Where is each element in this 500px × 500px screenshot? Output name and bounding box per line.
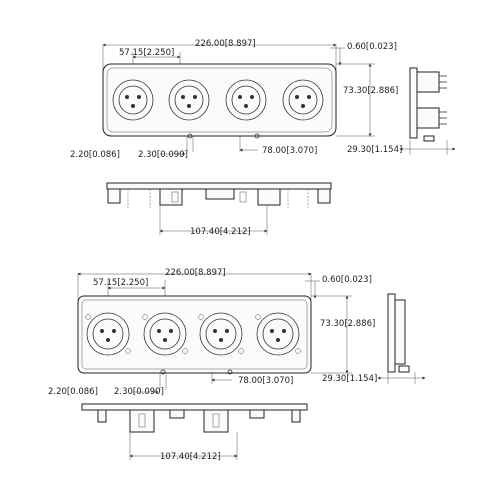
bracket-view-2 xyxy=(81,403,308,433)
bracket-span-label-2: 107.40[4.212] xyxy=(160,452,221,462)
overall-width-label-2: 226.00[8.897] xyxy=(165,268,226,278)
overall-width-label: 226.00[8.897] xyxy=(195,39,256,49)
bottom-drawing: 226.00[8.897] 57.15[2.250] 0.60[0.023] xyxy=(48,268,426,462)
height-dimension-2: 73.30[2.886] xyxy=(311,295,375,374)
front-plate xyxy=(102,63,337,137)
hole-dimension-2: 2.20[0.086] 2.30[0.090] xyxy=(48,369,167,397)
overall-width-dimension-2: 226.00[8.897] xyxy=(77,268,312,300)
bracket-span-dimension-2: 107.40[4.212] xyxy=(129,432,238,462)
top-drawing: 226.00[8.897] 57.15[2.250] 0.60[0.023] xyxy=(70,39,456,237)
height-label: 73.30[2.886] xyxy=(343,86,398,96)
hole-span-label-2: 78.00[3.070] xyxy=(238,376,293,386)
thickness-dimension: 0.60[0.023] xyxy=(330,42,397,66)
connector-7 xyxy=(198,312,244,356)
thickness-dimension-2: 0.60[0.023] xyxy=(305,275,372,299)
overall-width-dimension: 226.00[8.897] xyxy=(102,39,337,70)
depth-dimension-2: 29.30[1.154] xyxy=(322,372,426,384)
connector-8 xyxy=(255,312,301,356)
height-dimension: 73.30[2.886] xyxy=(336,63,398,137)
thickness-label: 0.60[0.023] xyxy=(347,42,397,52)
bracket-view xyxy=(106,182,332,208)
hole-dimension: 2.20[0.086] 2.30[0.090] xyxy=(70,133,194,160)
connector-1 xyxy=(112,79,154,121)
hole-span-dimension: 78.00[3.070] xyxy=(239,133,317,156)
connector-2 xyxy=(168,79,210,121)
connector-3 xyxy=(225,79,267,121)
depth-dimension: 29.30[1.154] xyxy=(347,140,456,155)
hole-dia2-label-2: 2.30[0.090] xyxy=(114,387,164,397)
thickness-label-2: 0.60[0.023] xyxy=(322,275,372,285)
height-label-2: 73.30[2.886] xyxy=(320,319,375,329)
connector-5 xyxy=(85,312,131,356)
pitch-label: 57.15[2.250] xyxy=(119,48,174,58)
connector-6 xyxy=(142,312,188,356)
connector-4 xyxy=(282,79,324,121)
hole-dia-label: 2.20[0.086] xyxy=(70,150,120,160)
bracket-span-dimension: 107.40[4.212] xyxy=(159,205,268,237)
side-view xyxy=(409,67,447,142)
pitch-label-2: 57.15[2.250] xyxy=(93,278,148,288)
hole-span-label: 78.00[3.070] xyxy=(262,146,317,156)
depth-label: 29.30[1.154] xyxy=(347,145,402,155)
hole-dia2-label: 2.30[0.090] xyxy=(138,150,188,160)
side-view-2 xyxy=(387,293,410,373)
hole-span-dimension-2: 78.00[3.070] xyxy=(211,369,293,386)
bracket-span-label: 107.40[4.212] xyxy=(190,227,251,237)
hole-dia-label-2: 2.20[0.086] xyxy=(48,387,98,397)
depth-label-2: 29.30[1.154] xyxy=(322,374,377,384)
front-plate-2 xyxy=(77,295,312,374)
